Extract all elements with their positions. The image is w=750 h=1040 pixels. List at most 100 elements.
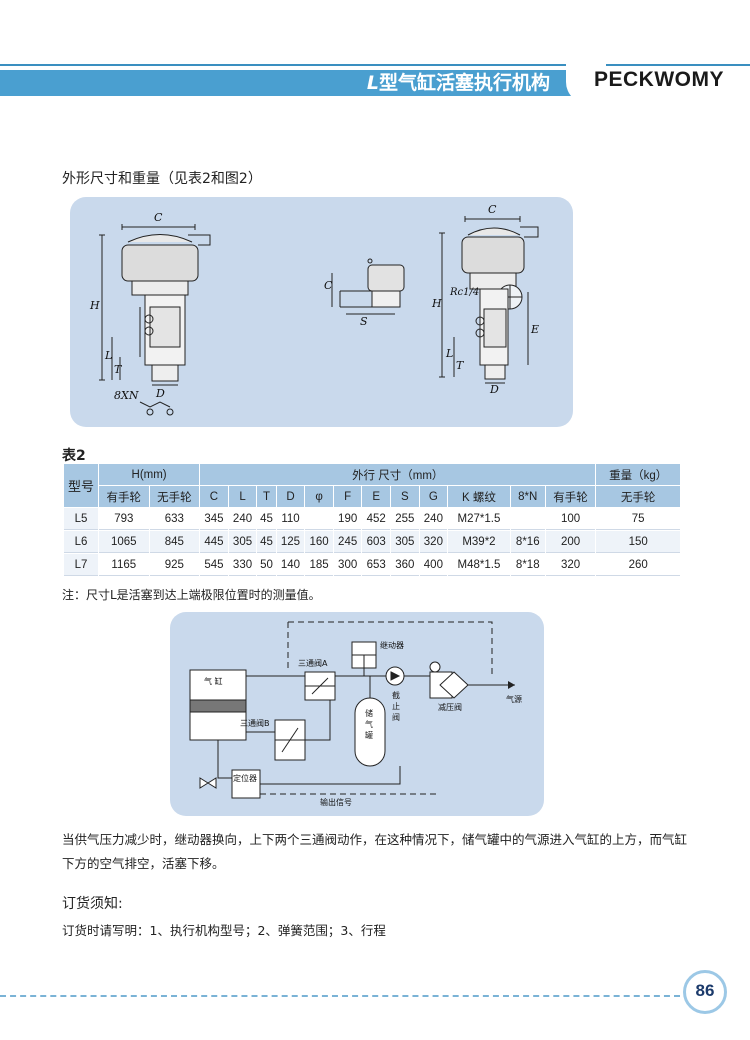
table-cell: 360 (391, 554, 419, 576)
subheader-cell: φ (305, 486, 333, 507)
table-cell: 445 (200, 531, 228, 553)
label-c-right: C (488, 203, 497, 216)
table-cell: 75 (596, 508, 680, 530)
label-tank: 储气罐 (365, 709, 373, 740)
subheader-cell: D (276, 486, 305, 507)
header-notch (566, 60, 606, 104)
table-cell: 633 (149, 508, 200, 530)
table-cell: 140 (276, 554, 305, 576)
table-note: 注：尺寸L是活塞到达上端极限位置时的测量值。 (62, 588, 321, 602)
table-cell: 452 (362, 508, 391, 530)
label-source: 气源 (506, 694, 522, 704)
label-valve-a: 三通阀A (298, 658, 328, 668)
table-cell (305, 508, 333, 530)
pneumatic-diagram-panel: 气 缸 三通阀A 三通阀B 继动器 减压阀 气源 输出信号 储气罐 截止阀 定位… (170, 612, 544, 816)
label-d-left: D (155, 387, 165, 400)
table-cell: 255 (391, 508, 419, 530)
page-title: L型气缸活塞执行机构 (366, 72, 550, 94)
label-signal: 输出信号 (320, 797, 352, 807)
table-cell: 45 (257, 531, 276, 553)
label-xn: 8XN (114, 389, 139, 402)
table-cell: 110 (276, 508, 305, 530)
label-t-left: T (114, 363, 123, 376)
subheader-cell: G (419, 486, 448, 507)
label-l-left: L (104, 349, 112, 362)
model-cell: L6 (64, 531, 98, 553)
dimension-drawing: C H L T D 8XN C S C H Rc1/4 E L T D (89, 203, 539, 416)
table-cell: 653 (362, 554, 391, 576)
label-l-right: L (445, 347, 453, 360)
label-reducer: 减压阀 (438, 702, 462, 712)
subheader-cell: S (391, 486, 419, 507)
label-positioner: 定位器 (233, 774, 257, 783)
table-cell: 190 (333, 508, 362, 530)
table-cell: 1065 (99, 531, 149, 553)
table-cell: 185 (305, 554, 333, 576)
label-c-left: C (154, 211, 163, 224)
label-h-left: H (89, 299, 100, 312)
table-cell: 125 (276, 531, 305, 553)
label-cylinder: 气 缸 (204, 676, 223, 686)
table-cell: 320 (545, 554, 596, 576)
table-cell: 50 (257, 554, 276, 576)
subheader-cell: E (362, 486, 391, 507)
model-cell: L5 (64, 508, 98, 530)
label-t-right: T (456, 359, 465, 372)
table-cell: 8*18 (510, 554, 545, 576)
subheader-cell: K 螺纹 (448, 486, 510, 507)
header-model: 型号 (64, 464, 98, 507)
table-cell: M27*1.5 (448, 508, 510, 530)
table-cell: 150 (596, 531, 680, 553)
subheader-cell: L (228, 486, 257, 507)
subheader-cell: F (333, 486, 362, 507)
dimension-figure-panel: C H L T D 8XN C S C H Rc1/4 E L T D (70, 197, 573, 427)
label-relay: 继动器 (380, 640, 404, 650)
subheader-cell: C (200, 486, 228, 507)
table-cell: 845 (149, 531, 200, 553)
table-cell: 200 (545, 531, 596, 553)
header-h: H(mm) (99, 464, 200, 485)
table-cell: 45 (257, 508, 276, 530)
table-cell: 603 (362, 531, 391, 553)
label-stop-valve: 截止阀 (392, 691, 400, 722)
table-cell: 305 (228, 531, 257, 553)
table-title: 表2 (62, 448, 86, 464)
table-cell: 8*16 (510, 531, 545, 553)
table-cell: 245 (333, 531, 362, 553)
header-dims: 外行 尺寸（mm） (200, 464, 596, 485)
label-e-right: E (530, 323, 539, 336)
table-cell: 793 (99, 508, 149, 530)
table-cell: 260 (596, 554, 680, 576)
brand-logo: PECKWOMY (594, 68, 724, 91)
table-cell: 545 (200, 554, 228, 576)
footer-dashed-rule (0, 995, 680, 997)
table-cell: 1165 (99, 554, 149, 576)
table-cell: 400 (419, 554, 448, 576)
table-cell: 320 (419, 531, 448, 553)
table-cell: 925 (149, 554, 200, 576)
header-band (0, 70, 580, 96)
label-rc: Rc1/4 (449, 287, 479, 298)
order-text: 订货时请写明：1、执行机构型号；2、弹簧范围；3、行程 (62, 923, 386, 938)
subheader-cell: 有手轮 (99, 486, 149, 507)
section-title-dimensions: 外形尺寸和重量（见表2和图2） (62, 171, 262, 187)
table-cell: 300 (333, 554, 362, 576)
table-cell: 345 (200, 508, 228, 530)
table-cell (510, 508, 545, 530)
label-d-right: D (489, 383, 499, 396)
table-cell: 240 (228, 508, 257, 530)
table-cell: 305 (391, 531, 419, 553)
page-number: 86 (695, 981, 715, 1000)
table-cell: 330 (228, 554, 257, 576)
subheader-cell: 无手轮 (596, 486, 680, 507)
table-cell: 100 (545, 508, 596, 530)
subheader-cell: 无手轮 (149, 486, 200, 507)
label-s-mid: S (360, 315, 368, 328)
header-rule (0, 64, 750, 66)
subheader-cell: T (257, 486, 276, 507)
